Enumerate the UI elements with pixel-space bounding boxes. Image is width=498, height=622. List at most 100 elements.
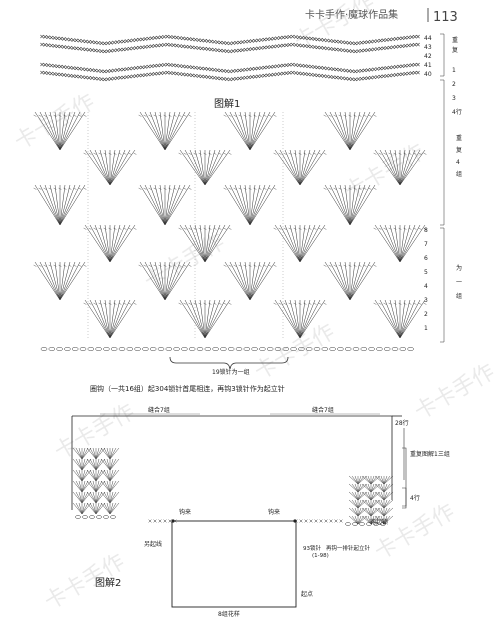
x-stitch <box>46 63 51 68</box>
stitch-stroke <box>106 480 111 493</box>
chain-oval <box>352 522 358 526</box>
x-stitch <box>218 68 223 73</box>
x-stroke <box>65 37 69 42</box>
stitch-bar <box>98 152 102 155</box>
stitch-stroke <box>89 480 97 493</box>
stitch-stroke <box>81 447 86 460</box>
x-stroke <box>153 519 157 523</box>
stitch-bar <box>228 114 232 117</box>
x-stitch <box>112 40 116 45</box>
stitch-stroke <box>81 502 86 515</box>
x-stroke <box>246 75 251 80</box>
stitch-stroke <box>72 447 83 460</box>
stitch-bar <box>323 227 327 230</box>
stitch-stroke <box>106 458 111 471</box>
x-stitch <box>62 37 66 41</box>
stitch-bar <box>108 302 112 305</box>
x-stroke <box>127 38 132 43</box>
x-stitch <box>375 75 380 79</box>
stitch-stroke <box>109 299 121 339</box>
x-stitch <box>84 47 88 52</box>
stitch-stroke <box>294 299 301 339</box>
x-stroke <box>93 76 98 81</box>
stitch-stroke <box>399 224 421 263</box>
stitch-bar <box>143 187 147 190</box>
stitch-stroke <box>399 299 426 339</box>
chain-oval <box>188 347 196 351</box>
stitch-bar <box>323 187 327 190</box>
x-stroke <box>40 42 44 47</box>
stitch-bar <box>383 227 387 230</box>
x-stroke <box>337 76 342 80</box>
x-stroke <box>262 73 267 78</box>
x-stitch <box>253 38 257 43</box>
stitch-stroke <box>164 261 171 301</box>
stitch-stroke <box>399 149 426 186</box>
x-stitch <box>366 48 370 52</box>
x-stitch <box>105 49 110 53</box>
x-stroke <box>215 68 220 72</box>
x-stitch <box>149 36 154 41</box>
stitch-stroke <box>106 491 111 504</box>
x-stroke <box>143 73 148 77</box>
x-stitch <box>190 65 195 70</box>
x-stroke <box>158 519 162 523</box>
x-stitch <box>337 40 342 44</box>
group-label: 一 <box>456 279 462 286</box>
stitch-stroke <box>364 499 372 509</box>
x-stroke <box>121 75 126 80</box>
chain-oval <box>142 347 149 351</box>
x-stroke <box>187 65 192 69</box>
x-stitch <box>290 62 295 67</box>
stitch-bar <box>418 302 422 305</box>
x-stitch <box>231 49 235 53</box>
x-stitch <box>209 67 214 72</box>
stitch-stroke <box>59 261 81 301</box>
stitch-bar <box>188 227 192 230</box>
section-label: 2 <box>452 81 456 88</box>
center-panel <box>171 520 297 608</box>
stitch-bar <box>178 227 182 230</box>
stitch-stroke <box>103 502 111 515</box>
x-stroke <box>287 42 292 47</box>
x-stroke <box>58 36 63 41</box>
stitch-stroke <box>370 475 375 485</box>
stitch-stroke <box>95 458 106 471</box>
stitch-bar <box>83 264 87 267</box>
x-stroke <box>394 73 398 77</box>
x-stroke <box>303 44 308 48</box>
x-stitch <box>394 45 398 49</box>
x-stroke <box>84 75 88 80</box>
x-stroke <box>237 76 242 81</box>
stitch-stroke <box>249 184 276 226</box>
x-stroke <box>131 66 135 71</box>
stitch-bar <box>178 187 182 190</box>
x-stitch <box>315 37 320 42</box>
stitch-stroke <box>109 458 114 471</box>
stitch-bar <box>33 187 37 190</box>
x-stroke <box>68 65 73 70</box>
stitch-stroke <box>299 224 306 263</box>
stitch-stroke <box>92 491 97 504</box>
x-stitch <box>394 37 398 41</box>
x-stitch <box>162 35 167 39</box>
x-stitch <box>149 72 154 77</box>
stitch-stroke <box>106 502 111 515</box>
x-stroke <box>391 45 395 50</box>
x-stitch <box>359 40 364 45</box>
stitch-stroke <box>189 149 206 186</box>
x-stitch <box>344 76 348 81</box>
stitch-stroke <box>109 458 117 471</box>
stitch-stroke <box>204 299 231 339</box>
stitch-bar <box>193 152 197 155</box>
x-stitch <box>334 39 339 44</box>
stitch-stroke <box>367 475 372 485</box>
stitch-stroke <box>109 149 116 186</box>
stitch-bar <box>178 302 182 305</box>
x-stitch <box>403 63 408 68</box>
x-stitch <box>84 39 88 44</box>
stitch-bar <box>263 264 267 267</box>
x-stitch <box>397 72 402 77</box>
x-stroke <box>112 68 116 73</box>
x-stroke <box>344 68 348 73</box>
